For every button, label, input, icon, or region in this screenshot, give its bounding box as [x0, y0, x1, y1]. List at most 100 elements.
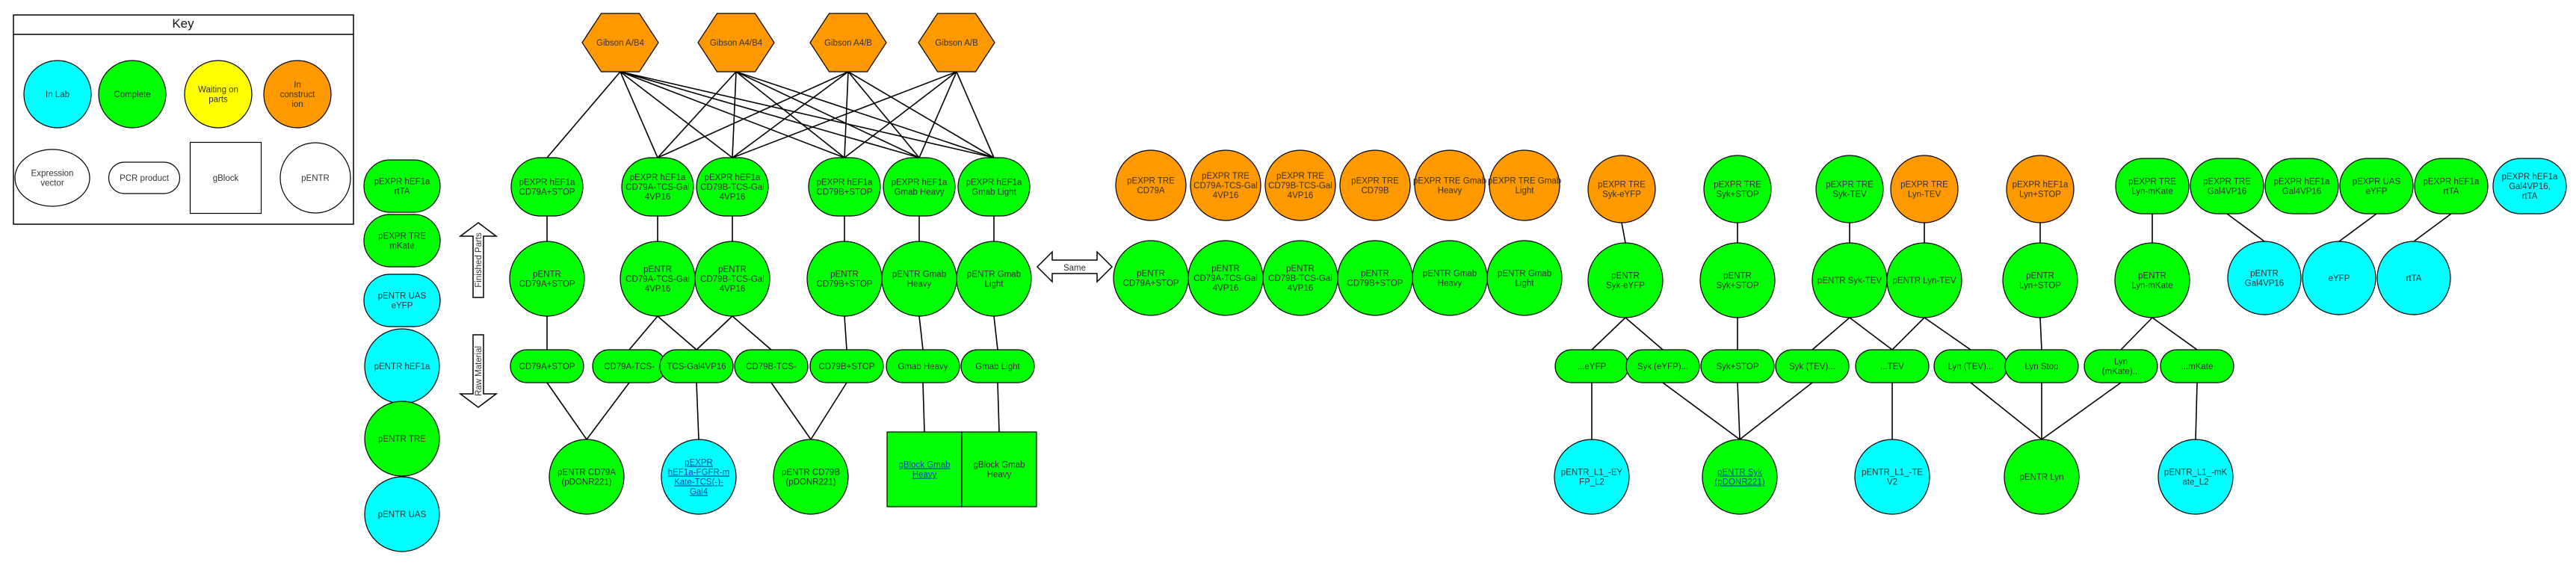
g3-entry-3-shape: [1886, 242, 1962, 318]
connector-line: [1849, 317, 1893, 351]
g3-pcr-1: Syk (eYFP)...: [1625, 349, 1700, 383]
key-status-complete-shape: [98, 60, 167, 129]
connector-line: [696, 315, 733, 351]
g3-pcr-5: Lyn (TEV)...: [1933, 349, 2008, 383]
connector-line: [1891, 317, 1925, 351]
connector-line: [1662, 382, 1741, 440]
g2-expression-5-shape: [1489, 149, 1560, 221]
connector-line: [2152, 317, 2198, 351]
g3-pcr-3: Syk (TEV)...: [1775, 349, 1850, 383]
g1-pcr-6-shape: [960, 349, 1035, 383]
same-arrow: Same: [1036, 250, 1114, 283]
g3-pcr-6-label: Lyn Stop: [2025, 362, 2059, 371]
g3-entry-6-shape: [2227, 241, 2302, 315]
connector-line: [2226, 213, 2265, 242]
legend-node-5-shape: [364, 476, 440, 552]
g3-entry-4-shape: [2002, 242, 2078, 318]
g1-pcr-2-label: TCS-Gal4VP16: [667, 362, 726, 371]
raw-material-arrow-label: Raw Material: [475, 346, 484, 396]
g2-expression-3-shape: [1339, 149, 1411, 221]
connector-line: [922, 382, 925, 433]
connector-line: [847, 71, 920, 158]
g1-pcr-0-shape: [510, 349, 584, 383]
connector-line: [1739, 382, 1813, 440]
g3-entry-8-label: rtTA: [2406, 274, 2422, 283]
connector-line: [735, 71, 920, 158]
g1-pcr-0-label: CD79A+STOP: [519, 362, 575, 371]
connector-line: [620, 71, 920, 158]
connector-line: [620, 71, 995, 158]
g1-pcr-4: CD79B+STOP: [809, 349, 884, 383]
g1-gblock-1-shape: [961, 431, 1037, 507]
connector-line: [732, 71, 957, 158]
connector-line: [657, 315, 697, 351]
connector-lines: [546, 71, 2452, 440]
gibson-node-1-shape: [697, 13, 775, 72]
g1-pcr-4-label: CD79B+STOP: [819, 362, 875, 371]
g1-pcr-3-label: CD79B-TCS-: [746, 362, 797, 371]
connector-line: [546, 71, 621, 158]
connector-line: [810, 382, 847, 440]
g3-pcr-0-label: ...eYFP: [1578, 362, 1607, 371]
g3-expression-7-shape: [2264, 158, 2339, 214]
same-arrow-label: Same: [1063, 264, 1086, 273]
finished-parts-arrow-shape: [458, 222, 498, 298]
legend-node-4-shape: [364, 401, 440, 477]
g3-pcr-3-label: Syk (TEV)...: [1789, 362, 1835, 371]
gibson-node-3-label: Gibson A/B: [935, 39, 978, 48]
connector-line: [918, 315, 924, 351]
g3-pcr-2-label: Syk+STOP: [1717, 362, 1759, 371]
g1-pcr-1: CD79A-TCS-: [592, 349, 667, 383]
connector-line: [956, 71, 995, 158]
key-status-complete-label: Complete: [114, 90, 150, 99]
g3-pcr-4-label: ...TEV: [1880, 362, 1904, 371]
key-pcr-product: PCR product: [108, 161, 181, 194]
finished-parts-arrow-label: Finished Parts: [475, 232, 484, 288]
key-pentr-label: pENTR: [301, 174, 330, 183]
connector-line: [1625, 317, 1664, 351]
g2-expression-2-shape: [1264, 149, 1336, 221]
connector-line: [2039, 317, 2042, 351]
g3-pcr-2: Syk+STOP: [1700, 349, 1775, 383]
g3-pcr-7-label: Lyn(mKate)...: [2102, 358, 2140, 377]
gibson-node-3: Gibson A/B: [918, 13, 995, 72]
legend-node-4: pENTR TRE: [364, 401, 440, 477]
g3-entry-5-shape: [2114, 242, 2190, 318]
g1-source-0: pENTR CD79A(pDONR221): [549, 439, 625, 515]
g3-entry-7: eYFP: [2302, 241, 2376, 315]
g3-source-4-shape: [2158, 439, 2234, 515]
connector-line: [620, 71, 845, 158]
legend-node-2-shape: [363, 274, 441, 327]
g3-entry-0-shape: [1587, 242, 1664, 318]
connector-line: [1970, 382, 2042, 440]
g3-entry-7-shape: [2302, 241, 2376, 315]
legend-node-5-label: pENTR UAS: [378, 510, 427, 519]
